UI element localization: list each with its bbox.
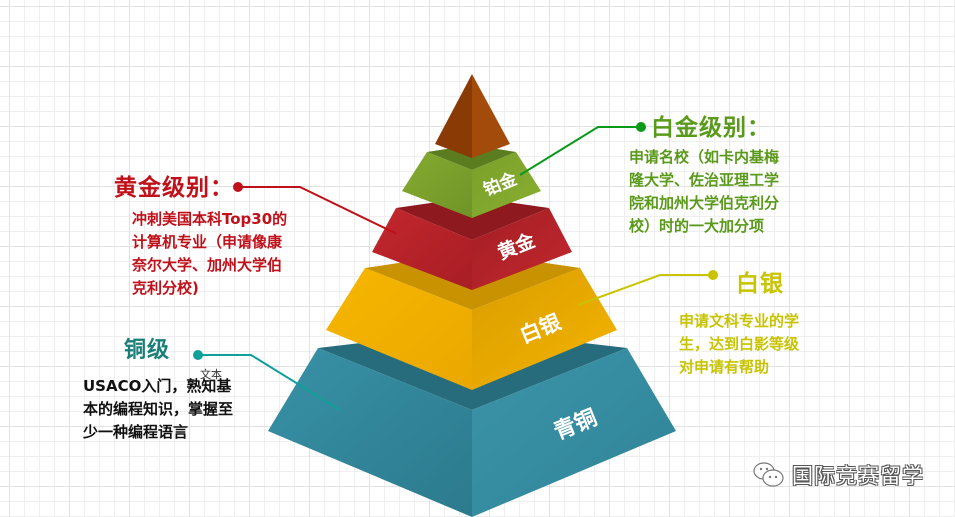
callout-title-platinum: 白金级别： — [651, 115, 771, 141]
tier-apex — [435, 74, 510, 158]
callout-title-silver: 白银 — [736, 271, 784, 297]
connector-platinum — [519, 122, 646, 176]
callout-title-bronze: 铜级 — [124, 338, 171, 363]
callout-desc-gold: 冲刺美国本科Top30的 计算机专业（申请像康 奈尔大学、加州大学伯 克利分校) — [132, 210, 288, 297]
callout-desc-silver: 申请文科专业的学 生，达到白影等级 对申请有帮助 — [679, 312, 800, 376]
wechat-icon — [753, 462, 784, 487]
placeholder-text-label: 文本 — [200, 368, 222, 381]
watermark-text: 国际竞赛留学 — [792, 464, 924, 488]
callout-desc-bronze: USACO入门，熟知基 本的编程知识，掌握至 少一种编程语言 — [83, 377, 234, 441]
callout-desc-platinum: 申请名校（如卡内基梅 隆大学、佐治亚理工学 院和加州大学伯克利分 校）时的一大加… — [629, 148, 780, 235]
connector-bronze — [193, 350, 341, 411]
connector-gold — [233, 182, 398, 235]
watermark: 国际竞赛留学 — [752, 460, 924, 490]
tier-platinum — [402, 145, 541, 218]
tier-gold — [372, 197, 572, 290]
connector-silver — [577, 270, 718, 306]
callout-title-gold: 黄金级别： — [114, 175, 234, 201]
